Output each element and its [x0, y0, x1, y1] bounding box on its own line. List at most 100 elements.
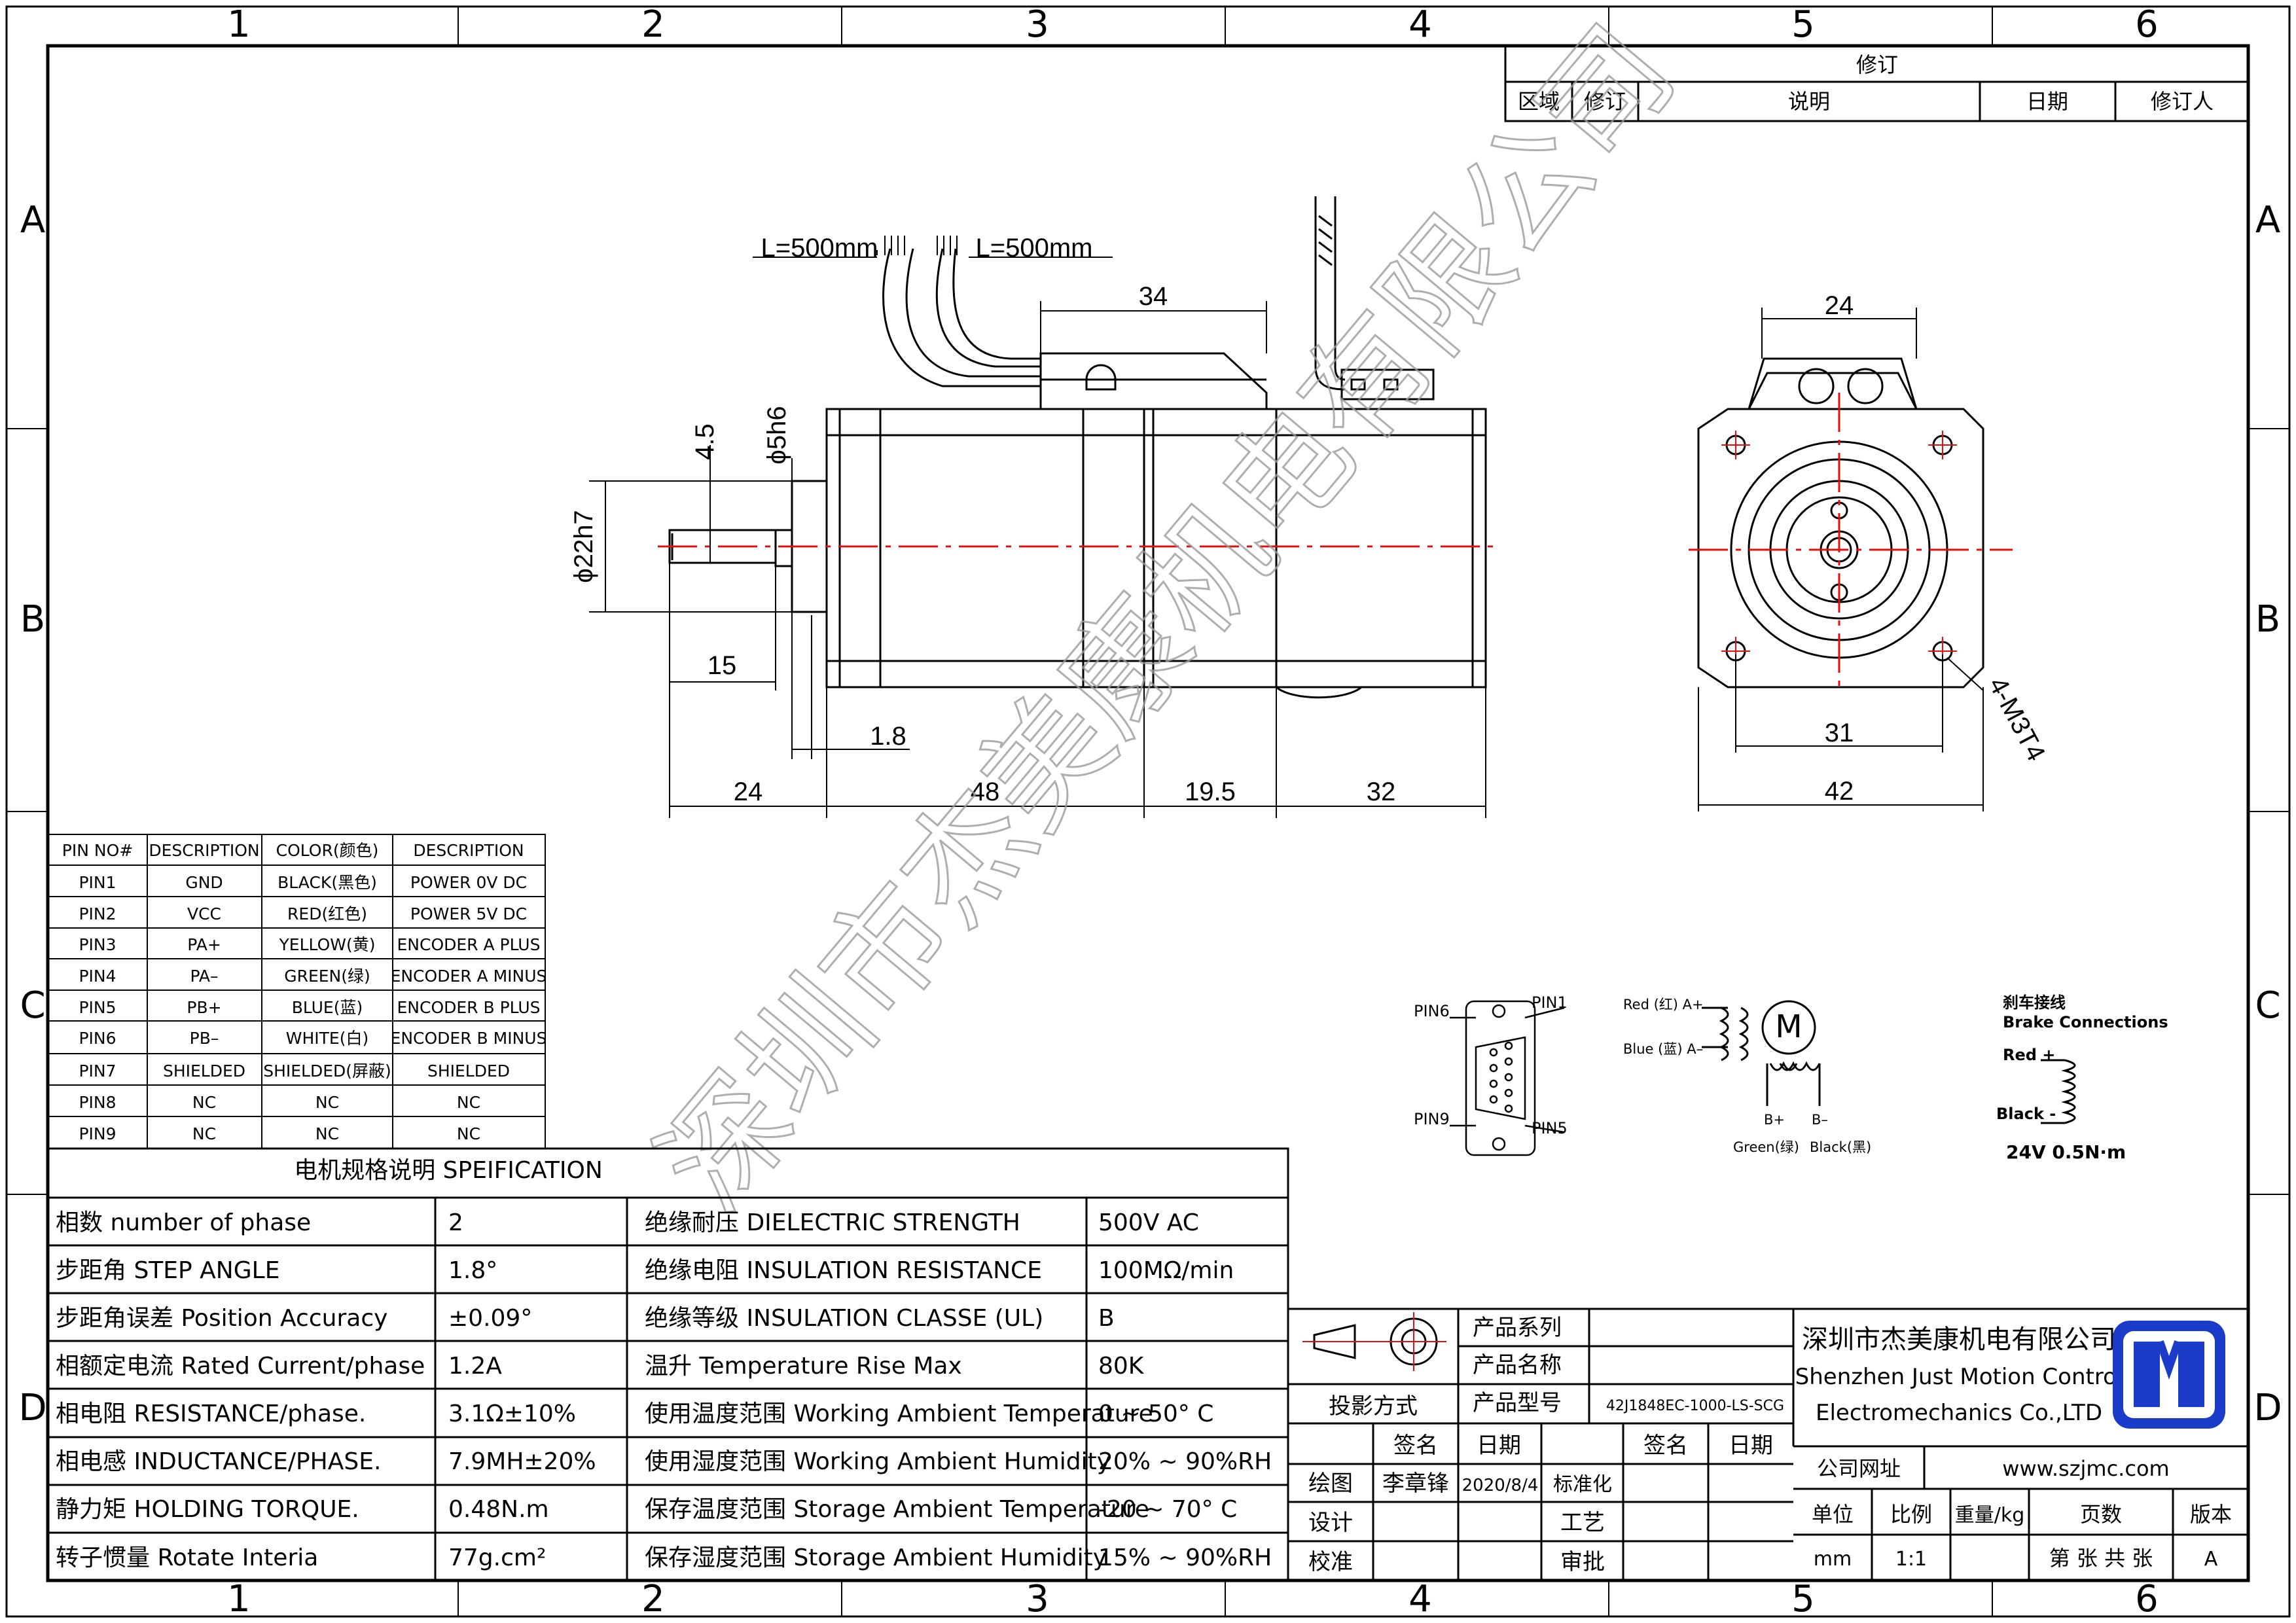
- pin-table-cell: POWER 0V DC: [410, 873, 527, 892]
- pin-table-cell: PIN3: [79, 935, 116, 954]
- revision-header-date: 日期: [2026, 89, 2068, 114]
- lead-length-left: L=500mm: [761, 234, 878, 262]
- zone-row-d-right: D: [2253, 1387, 2282, 1429]
- dim-34: 34: [1139, 282, 1168, 311]
- design-label: 设计: [1308, 1510, 1353, 1536]
- dim-24-side: 24: [734, 777, 763, 806]
- date-label-2: 日期: [1729, 1433, 1773, 1459]
- pin-table-cell: PIN1: [79, 873, 116, 892]
- brake-diagram: 刹车接线 Brake Connections Red + Black - 24V…: [1996, 993, 2168, 1163]
- pin-table-cell: SHIELDED(屏蔽): [263, 1061, 391, 1080]
- spec-right-value: B: [1098, 1305, 1115, 1332]
- pin-table-cell: PA+: [187, 935, 221, 954]
- pin-table-cell: PIN6: [79, 1029, 116, 1048]
- pin-table-cell: PIN2: [79, 904, 116, 923]
- draw-date: 2020/8/4: [1462, 1476, 1539, 1495]
- dim-1-8: 1.8: [870, 722, 906, 751]
- dim-15: 15: [708, 651, 737, 680]
- spec-right-label: 绝缘等级 INSULATION CLASSE (UL): [645, 1305, 1043, 1332]
- unit-value: mm: [1814, 1548, 1852, 1571]
- zone-col-5: 5: [1791, 3, 1815, 46]
- pin-table-cell: NC: [457, 1093, 480, 1112]
- pages-value: 第 张 共 张: [2049, 1546, 2153, 1571]
- zone-col-4-bottom: 4: [1408, 1578, 1432, 1620]
- pin-table-cell: SHIELDED: [163, 1061, 245, 1080]
- pin-table-cell: NC: [192, 1124, 216, 1143]
- model-value: 42J1848EC-1000-LS-SCG: [1606, 1398, 1784, 1414]
- brake-title-en: Brake Connections: [2003, 1013, 2168, 1031]
- pin-table-cell: NC: [315, 1124, 339, 1143]
- side-view-dim-labels: L=500mm L=500mm 34 4.5 ϕ5h6 ϕ22h7 15 1.8…: [569, 234, 1395, 806]
- draw-label: 绘图: [1308, 1471, 1353, 1497]
- brake-red: Red +: [2003, 1046, 2055, 1064]
- zone-row-a: A: [20, 199, 45, 241]
- revision-table: 修订 区域 修订 说明 日期 修订人: [1504, 45, 2250, 122]
- date-label: 日期: [1477, 1433, 1521, 1459]
- motor-body: [825, 408, 1487, 688]
- pin-table-cell: VCC: [187, 904, 221, 923]
- spec-left-label: 转子惯量 Rotate Interia: [56, 1544, 318, 1571]
- dim-pilot-diameter: ϕ22h7: [569, 510, 598, 582]
- pin-table-cell: PIN4: [79, 967, 116, 986]
- zone-row-d: D: [18, 1387, 46, 1429]
- pin-table-cell: PA–: [190, 967, 218, 986]
- sign-label: 签名: [1393, 1433, 1438, 1459]
- zone-col-3-bottom: 3: [1026, 1578, 1049, 1620]
- wire-blue-a-minus: Blue (蓝) A–: [1623, 1041, 1703, 1057]
- pin-table-cell: PIN8: [79, 1093, 116, 1112]
- zone-col-6-bottom: 6: [2135, 1578, 2159, 1620]
- pin-table-cell: RED(红色): [287, 904, 367, 923]
- scale-value: 1:1: [1895, 1548, 1927, 1571]
- spec-right-label: 使用温度范围 Working Ambient Temperature: [645, 1400, 1153, 1427]
- pin-table-cell: PIN5: [79, 998, 116, 1017]
- company-en-2: Electromechanics Co.,LTD: [1816, 1400, 2102, 1426]
- zone-col-2-bottom: 2: [641, 1578, 665, 1620]
- spec-right-label: 保存湿度范围 Storage Ambient Humidity: [645, 1544, 1107, 1571]
- shaft: [668, 529, 793, 567]
- spec-right-value: -20 ~ 70° C: [1098, 1496, 1237, 1523]
- zone-row-b: B: [20, 598, 45, 641]
- brake-black: Black -: [1996, 1105, 2056, 1123]
- spec-left-label: 步距角误差 Position Accuracy: [56, 1305, 387, 1332]
- pin-table-cell: NC: [457, 1124, 480, 1143]
- standard-label: 标准化: [1553, 1473, 1612, 1496]
- lead-length-right: L=500mm: [976, 234, 1093, 262]
- model-label: 产品型号: [1473, 1390, 1562, 1416]
- spec-left-label: 相额定电流 Rated Current/phase: [56, 1353, 425, 1380]
- brake-rating: 24V 0.5N·m: [2006, 1141, 2126, 1163]
- revision-header-zone: 区域: [1518, 89, 1560, 114]
- front-view-dimensions: [1698, 308, 1984, 812]
- website: www.szjmc.com: [2002, 1456, 2169, 1481]
- zone-col-1-bottom: 1: [227, 1578, 251, 1620]
- series-label: 产品系列: [1473, 1315, 1562, 1341]
- zone-col-1: 1: [227, 3, 251, 46]
- dim-32: 32: [1367, 777, 1396, 806]
- brake-title-cn: 刹车接线: [2003, 993, 2066, 1012]
- zone-col-6: 6: [2135, 3, 2159, 46]
- wire-green: Green(绿): [1733, 1139, 1799, 1155]
- spec-right-label: 绝缘电阻 INSULATION RESISTANCE: [645, 1257, 1042, 1284]
- spec-left-label: 静力矩 HOLDING TORQUE.: [56, 1496, 359, 1523]
- pin-table-cell: PB–: [190, 1029, 219, 1048]
- zone-row-b-right: B: [2255, 598, 2280, 641]
- pin-table-cell: GND: [185, 873, 223, 892]
- spec-left-label: 相电阻 RESISTANCE/phase.: [56, 1400, 366, 1427]
- zone-row-c: C: [20, 984, 45, 1027]
- spec-left-label: 相电感 INDUCTANCE/PHASE.: [56, 1448, 381, 1475]
- version-value: A: [2204, 1548, 2218, 1571]
- pin-table-cell: ENCODER B MINUS: [391, 1029, 547, 1048]
- spec-right-label: 绝缘耐压 DIELECTRIC STRENGTH: [645, 1209, 1020, 1236]
- pin-table-header: DESCRIPTION: [413, 841, 524, 860]
- pin-table-cell: BLACK(黑色): [278, 873, 377, 892]
- spec-left-value: 1.2A: [448, 1353, 502, 1380]
- dim-42: 42: [1825, 777, 1854, 806]
- revision-title: 修订: [1856, 52, 1898, 77]
- website-label: 公司网址: [1817, 1456, 1901, 1481]
- dim-24-front: 24: [1825, 291, 1854, 320]
- sign-label-2: 签名: [1643, 1433, 1688, 1459]
- pin-table-cell: WHITE(白): [286, 1029, 368, 1048]
- projection-label: 投影方式: [1329, 1393, 1418, 1419]
- name-label: 产品名称: [1473, 1352, 1562, 1378]
- spec-left-value: 3.1Ω±10%: [448, 1400, 576, 1427]
